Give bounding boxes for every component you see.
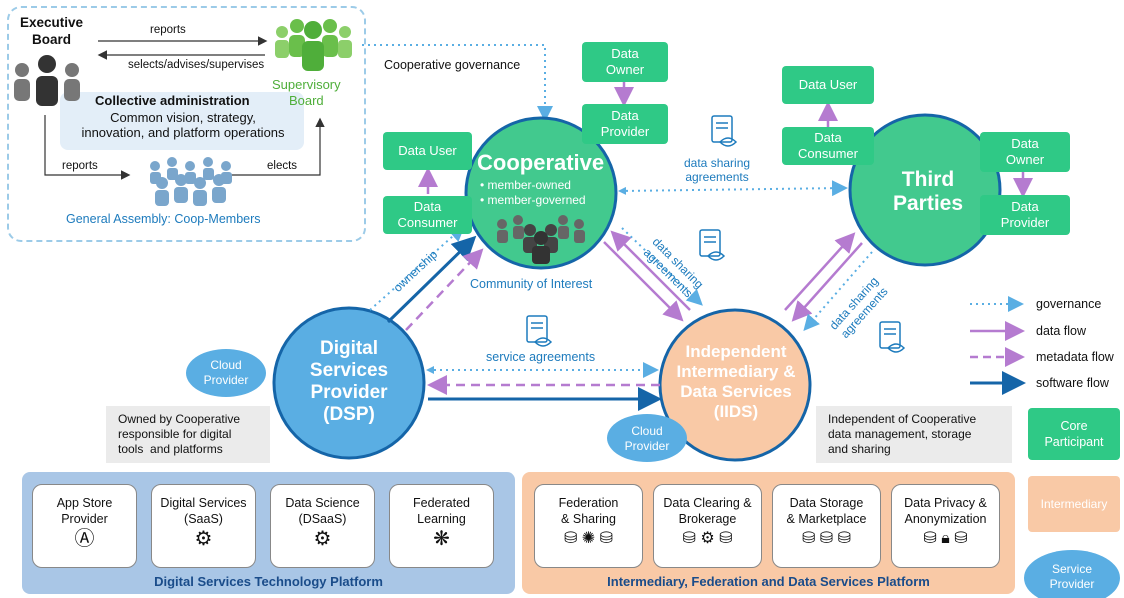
dsp-note-bold: Owned by Cooperative [118,412,241,426]
legend-data-flow: data flow [1036,324,1087,338]
database-gear-icon: ⛁ ⚙ ⛁ [682,530,733,547]
database-network-icon: ⛁ ✺ ⛁ [563,530,614,547]
card-digital-services-label: Digital Services (SaaS) [160,496,247,526]
agreement-icon-service [526,315,553,347]
agreement-icon-top [711,115,738,147]
cooperative-bullet-2: • member-governed [480,193,586,207]
card-app-store-label: App Store Provider [56,496,113,526]
database-lock-icon: ⛁ 🔒︎ ⛁ [923,530,968,547]
legend-governance: governance [1036,297,1102,311]
iids-title: Independent Intermediary & Data Services… [676,342,796,421]
card-privacy-label: Data Privacy & Anonymization [904,496,987,526]
card-federated-learning-label: Federated Learning [413,496,470,526]
agreement-icon-mid [699,229,726,261]
legend-intermediary: Intermediary [1028,476,1120,532]
supervisory-board-label: Supervisory Board [272,77,341,108]
elects-label: elects [267,160,298,172]
selects-label: selects/advises/supervises [128,59,265,71]
community-of-interest-label: Community of Interest [470,277,593,291]
card-data-science: Data Science (DSaaS)⚙ [270,484,375,568]
iids-note-bold: Independent of Cooperative [828,412,977,426]
database-icon: ⛁ ⛁ ⛁ [801,530,852,547]
card-data-science-label: Data Science (DSaaS) [285,496,360,526]
cooperative-title: Cooperative [477,150,605,175]
card-privacy: Data Privacy & Anonymization ⛁ 🔒︎ ⛁ [891,484,1000,568]
tp-data-consumer-box: Data Consumer [782,127,874,165]
iids-cloud-label: Cloud Provider [624,424,670,453]
dsp-note-rest: responsible for digital tools and platfo… [118,427,232,456]
service-agreements-label: service agreements [486,350,596,364]
coop-data-consumer-box: Data Consumer [383,196,472,234]
dsp-title: Digital Services Provider (DSP) [309,338,389,425]
third-parties-title: Third Parties [893,168,964,215]
collective-admin-box [60,92,304,150]
tp-data-owner-box: Data Owner [980,132,1070,172]
collective-desc: Common vision, strategy, innovation, and… [81,110,285,140]
tp-data-provider-box: Data Provider [980,195,1070,235]
legend-software-flow: software flow [1036,376,1109,390]
card-federated-learning: Federated Learning❋ [389,484,494,568]
app-store-icon: Ⓐ [74,528,95,550]
coop-data-owner-box: Data Owner [582,42,668,82]
reports-bottom-label: reports [62,160,98,172]
neural-network-icon: ❋ [433,528,450,550]
card-storage: Data Storage & Marketplace ⛁ ⛁ ⛁ [772,484,881,568]
gear-network-icon: ⚙ [194,528,213,550]
cooperative-governance-label: Cooperative governance [384,58,521,72]
platform-left-title: Digital Services Technology Platform [154,574,383,589]
collective-title: Collective administration [95,93,250,108]
legend-metadata-flow: metadata flow [1036,350,1114,364]
card-clearing: Data Clearing & Brokerage ⛁ ⚙ ⛁ [653,484,762,568]
executive-board-label: Executive Board [20,15,84,47]
legend-core-participant: Core Participant [1028,408,1120,460]
supervisory-board-icon [275,19,352,71]
card-digital-services: Digital Services (SaaS)⚙ [151,484,256,568]
tp-data-user-box: Data User [782,66,874,104]
cooperative-bullet-1: • member-owned [480,178,571,192]
platform-right-title: Intermediary, Federation and Data Servic… [607,574,930,589]
reports-top-label: reports [150,24,186,36]
coop-data-user-box: Data User [383,132,472,170]
iids-note-rest: data management, storage and sharing [828,427,972,456]
dsp-cloud-label: Cloud Provider [203,358,249,387]
dsp-note [106,406,270,463]
cooperative-members-icon [497,215,585,264]
agreements-top-label: data sharing agreements [684,156,751,184]
iids-note [816,406,1012,463]
card-federation-label: Federation & Sharing [558,496,619,526]
gear-network-icon: ⚙ [313,528,332,550]
card-clearing-label: Data Clearing & Brokerage [663,496,752,526]
card-federation: Federation & Sharing ⛁ ✺ ⛁ [534,484,643,568]
general-assembly-icon [150,157,232,206]
card-storage-label: Data Storage & Marketplace [786,496,867,526]
governance-panel [7,6,366,242]
general-assembly-label: General Assembly: Coop-Members [66,212,261,226]
executive-board-icon [14,55,80,106]
agreement-icon-right [879,321,906,353]
legend-service-provider: Service Provider [1049,562,1095,591]
coop-data-provider-box: Data Provider [582,104,668,144]
